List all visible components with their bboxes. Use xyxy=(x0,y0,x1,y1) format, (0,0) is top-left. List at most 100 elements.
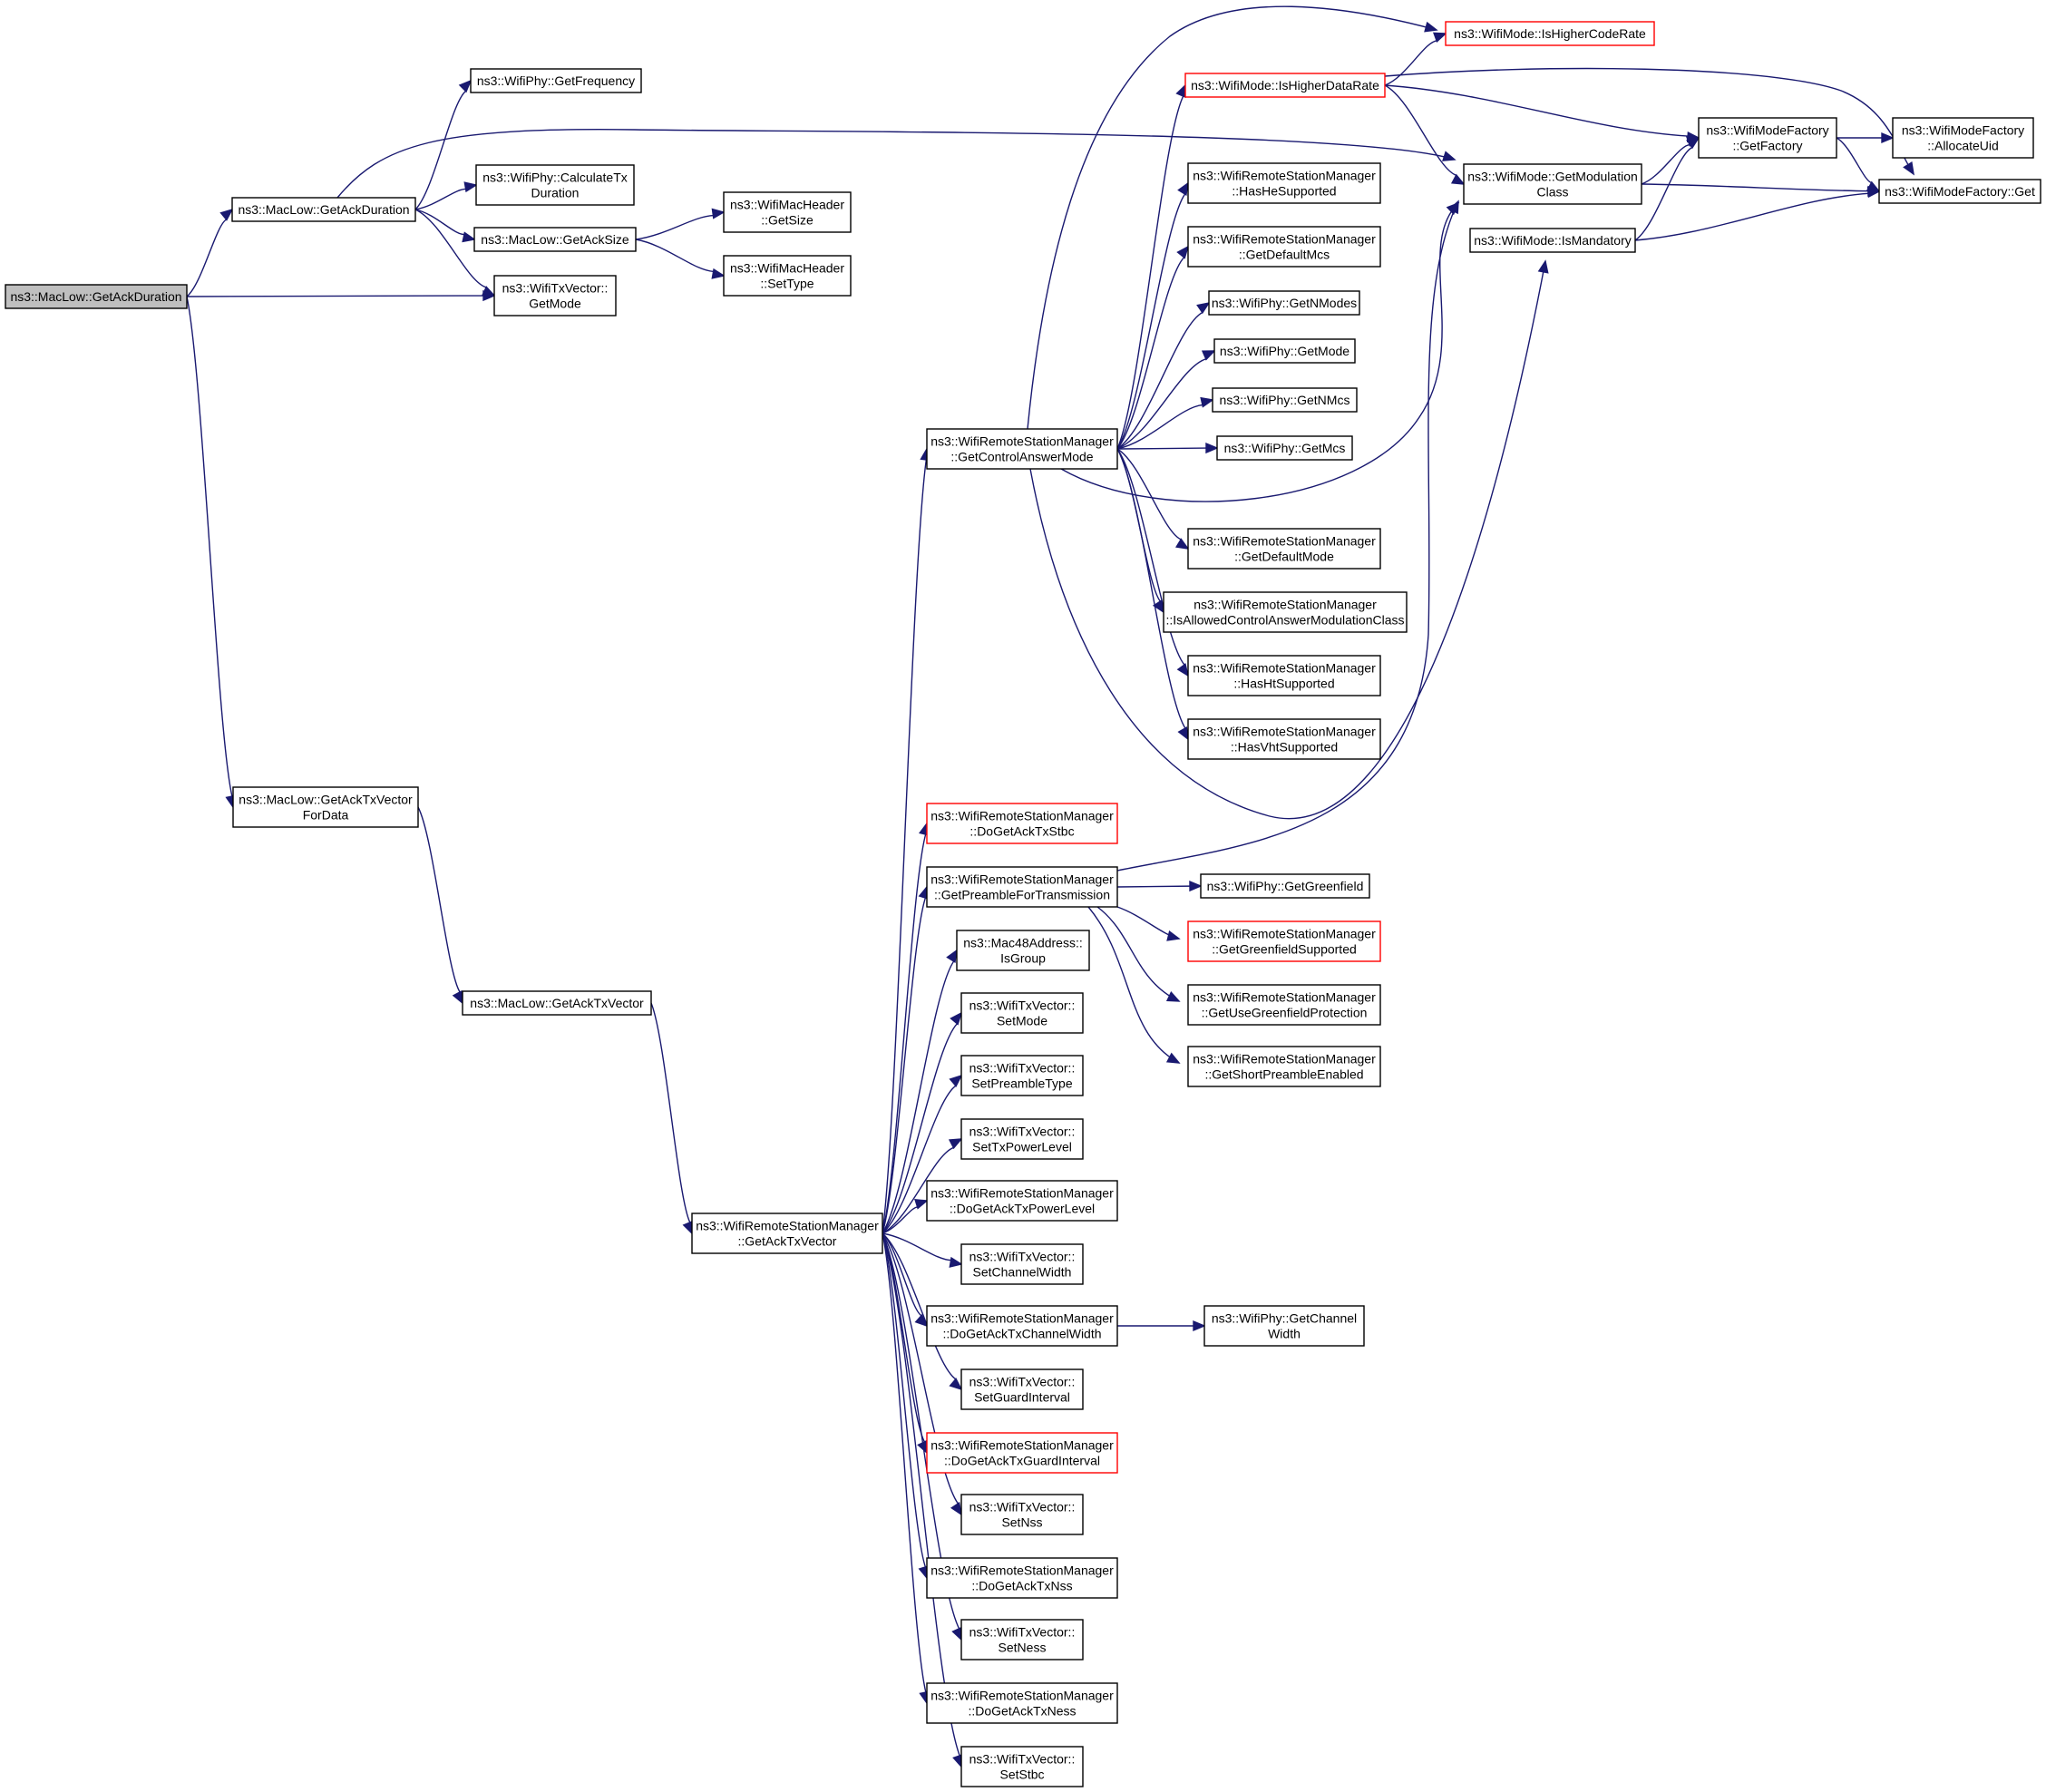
node-setNss[interactable]: ns3::WifiTxVector::SetNss xyxy=(960,1494,1084,1535)
node-getControlAnswerMode[interactable]: ns3::WifiRemoteStationManager::GetContro… xyxy=(926,428,1118,470)
node-phyGetMode[interactable]: ns3::WifiPhy::GetMode xyxy=(1213,338,1356,364)
edge-arrowhead xyxy=(1176,663,1190,677)
node-label: ::GetControlAnswerMode xyxy=(950,450,1093,464)
edge-arrowhead xyxy=(1165,991,1181,1002)
node-getFrequency[interactable]: ns3::WifiPhy::GetFrequency xyxy=(470,68,642,93)
node-setGuardInterval[interactable]: ns3::WifiTxVector::SetGuardInterval xyxy=(960,1368,1084,1410)
node-label: ::GetDefaultMode xyxy=(1234,550,1334,564)
node-box xyxy=(960,1055,1084,1096)
node-factoryGetFactory[interactable]: ns3::WifiModeFactory::GetFactory xyxy=(1698,117,1837,159)
node-getNMcs[interactable]: ns3::WifiPhy::GetNMcs xyxy=(1212,387,1358,413)
node-allocateUid[interactable]: ns3::WifiModeFactory::AllocateUid xyxy=(1892,117,2034,159)
node-isHigherCodeRate[interactable]: ns3::WifiMode::IsHigherCodeRate xyxy=(1445,21,1655,46)
edge-arrowhead xyxy=(462,231,476,243)
node-hasHtSupported[interactable]: ns3::WifiRemoteStationManager::HasHtSupp… xyxy=(1187,655,1381,696)
node-getPreambleForTransmission[interactable]: ns3::WifiRemoteStationManager::GetPreamb… xyxy=(926,866,1118,908)
node-getMcs[interactable]: ns3::WifiPhy::GetMcs xyxy=(1216,435,1353,461)
node-setStbc[interactable]: ns3::WifiTxVector::SetStbc xyxy=(960,1746,1084,1787)
edge-getAckDuration-to-getModulationClass xyxy=(336,129,1456,199)
edge-isHigherDataRate-to-getModulationClass xyxy=(1384,84,1457,177)
node-getDefaultMode[interactable]: ns3::WifiRemoteStationManager::GetDefaul… xyxy=(1187,528,1381,570)
node-hasHeSupported[interactable]: ns3::WifiRemoteStationManager::HasHeSupp… xyxy=(1187,162,1381,204)
node-isGroup[interactable]: ns3::Mac48Address::IsGroup xyxy=(956,930,1090,971)
edge-arrowhead xyxy=(1537,259,1549,274)
node-isMandatory[interactable]: ns3::WifiMode::IsMandatory xyxy=(1469,228,1636,253)
node-getGreenfield[interactable]: ns3::WifiPhy::GetGreenfield xyxy=(1200,873,1370,899)
edge-getModulationClass-to-factoryGetFactory xyxy=(1641,143,1690,185)
node-box xyxy=(1187,1046,1381,1087)
node-getAckTxVector[interactable]: ns3::MacLow::GetAckTxVector xyxy=(462,990,652,1016)
edge-getAckDuration_root-to-getAckDuration xyxy=(186,218,228,297)
node-getGreenfieldSupported[interactable]: ns3::WifiRemoteStationManager::GetGreenf… xyxy=(1187,920,1381,962)
edge-arrowhead xyxy=(1447,200,1459,215)
edges-layer xyxy=(186,5,1914,1768)
node-doGetAckTxStbc[interactable]: ns3::WifiRemoteStationManager::DoGetAckT… xyxy=(926,803,1118,844)
node-setPreambleType[interactable]: ns3::WifiTxVector::SetPreambleType xyxy=(960,1055,1084,1096)
node-setTxPowerLevel[interactable]: ns3::WifiTxVector::SetTxPowerLevel xyxy=(960,1118,1084,1160)
edge-arrowhead xyxy=(1881,131,1895,144)
edge-arrowhead xyxy=(1166,930,1181,941)
edge-getPreambleForTransmission-to-getModulationClass xyxy=(1116,200,1459,872)
edge-rsmGetAckTxVector-to-setTxPowerLevel xyxy=(882,1146,955,1234)
node-label: ::HasHtSupported xyxy=(1233,677,1334,691)
node-label: ns3::WifiRemoteStationManager xyxy=(930,809,1114,823)
node-box xyxy=(960,1368,1084,1410)
node-label: SetMode xyxy=(997,1014,1047,1028)
node-label: ns3::WifiRemoteStationManager xyxy=(1193,169,1376,183)
node-doGetAckTxChannelWidth[interactable]: ns3::WifiRemoteStationManager::DoGetAckT… xyxy=(926,1305,1118,1347)
node-label: SetTxPowerLevel xyxy=(972,1140,1072,1154)
edge-arrowhead xyxy=(452,989,463,1005)
edge-getControlAnswerMode-to-getModulationClass xyxy=(1060,202,1459,502)
node-doGetAckTxGuardInterval[interactable]: ns3::WifiRemoteStationManager::DoGetAckT… xyxy=(926,1432,1118,1474)
edge-arrowhead xyxy=(1450,173,1466,185)
edge-arrowhead xyxy=(1196,301,1211,315)
node-isHigherDataRate[interactable]: ns3::WifiMode::IsHigherDataRate xyxy=(1184,73,1386,98)
node-box xyxy=(1187,920,1381,962)
node-getAckSize[interactable]: ns3::MacLow::GetAckSize xyxy=(473,227,637,252)
edge-isHigherDataRate-to-factoryGet xyxy=(1384,67,1914,175)
node-getUseGreenfieldProtection[interactable]: ns3::WifiRemoteStationManager::GetUseGre… xyxy=(1187,984,1381,1026)
node-factoryGet[interactable]: ns3::WifiModeFactory::Get xyxy=(1878,179,2041,204)
node-doGetAckTxNess[interactable]: ns3::WifiRemoteStationManager::DoGetAckT… xyxy=(926,1682,1118,1724)
node-macHeaderGetSize[interactable]: ns3::WifiMacHeader::GetSize xyxy=(723,191,852,233)
node-label: ns3::Mac48Address:: xyxy=(963,936,1083,950)
node-getShortPreambleEnabled[interactable]: ns3::WifiRemoteStationManager::GetShortP… xyxy=(1187,1046,1381,1087)
node-label: ns3::WifiPhy::GetFrequency xyxy=(477,73,635,88)
edge-arrowhead xyxy=(1152,599,1165,614)
node-label: ns3::WifiRemoteStationManager xyxy=(930,1563,1114,1578)
node-label: ::GetGreenfieldSupported xyxy=(1212,942,1357,957)
edge-rsmGetAckTxVector-to-doGetAckTxChannelWidth xyxy=(882,1232,923,1317)
node-box xyxy=(1892,117,2034,159)
node-label: ns3::WifiMode::GetModulation xyxy=(1467,170,1638,184)
node-label: ns3::WifiMode::IsHigherCodeRate xyxy=(1454,26,1646,41)
node-label: ns3::WifiModeFactory::Get xyxy=(1885,184,2035,199)
node-setNess[interactable]: ns3::WifiTxVector::SetNess xyxy=(960,1619,1084,1661)
edge-getAckSize-to-macHeaderGetSize xyxy=(635,214,714,240)
edge-arrowhead xyxy=(948,1138,963,1150)
node-txVectorGetMode[interactable]: ns3::WifiTxVector::GetMode xyxy=(493,275,617,317)
node-label: ns3::WifiRemoteStationManager xyxy=(1193,232,1376,247)
node-hasVhtSupported[interactable]: ns3::WifiRemoteStationManager::HasVhtSup… xyxy=(1187,718,1381,760)
node-isAllowedControlAnswer[interactable]: ns3::WifiRemoteStationManager::IsAllowed… xyxy=(1163,591,1408,633)
node-getAckDuration[interactable]: ns3::MacLow::GetAckDuration xyxy=(231,197,416,222)
node-getNModes[interactable]: ns3::WifiPhy::GetNModes xyxy=(1208,290,1360,316)
node-getAckDuration_root[interactable]: ns3::MacLow::GetAckDuration xyxy=(5,284,188,309)
edge-rsmGetAckTxVector-to-isGroup xyxy=(882,960,955,1234)
node-setChannelWidth[interactable]: ns3::WifiTxVector::SetChannelWidth xyxy=(960,1243,1084,1285)
node-doGetAckTxNss[interactable]: ns3::WifiRemoteStationManager::DoGetAckT… xyxy=(926,1557,1118,1599)
node-box xyxy=(462,990,652,1016)
node-doGetAckTxPowerLevel[interactable]: ns3::WifiRemoteStationManager::DoGetAckT… xyxy=(926,1180,1118,1222)
node-label: SetChannelWidth xyxy=(973,1265,1072,1280)
node-box xyxy=(1216,435,1353,461)
node-setMode[interactable]: ns3::WifiTxVector::SetMode xyxy=(960,992,1084,1034)
edge-getModulationClass-to-factoryGet xyxy=(1641,183,1869,192)
node-macHeaderSetType[interactable]: ns3::WifiMacHeader::SetType xyxy=(723,255,852,297)
node-getDefaultMcs[interactable]: ns3::WifiRemoteStationManager::GetDefaul… xyxy=(1187,226,1381,268)
node-rsmGetAckTxVector[interactable]: ns3::WifiRemoteStationManager::GetAckTxV… xyxy=(691,1213,883,1254)
edge-getAckDuration-to-getFrequency xyxy=(414,90,467,210)
node-label: ::HasVhtSupported xyxy=(1231,740,1338,755)
